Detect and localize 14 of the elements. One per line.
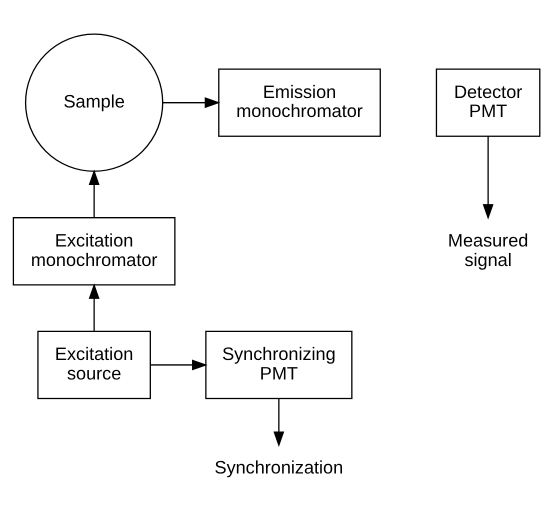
arrow (150, 359, 208, 370)
node-box: Excitation monochromator (12, 216, 176, 285)
node-text: Synchronization (214, 457, 344, 478)
node-box: Emission monochromator (218, 68, 381, 136)
arrow (273, 398, 284, 446)
node-circle: Sample (24, 32, 164, 172)
node-text: Measured signal (448, 230, 528, 270)
arrow (88, 282, 100, 331)
arrow (162, 96, 220, 108)
node-box: Detector PMT (436, 68, 540, 136)
arrow (88, 168, 100, 217)
node-box: Synchronizing PMT (205, 330, 352, 399)
arrow (482, 136, 494, 220)
node-box: Excitation source (37, 330, 151, 399)
